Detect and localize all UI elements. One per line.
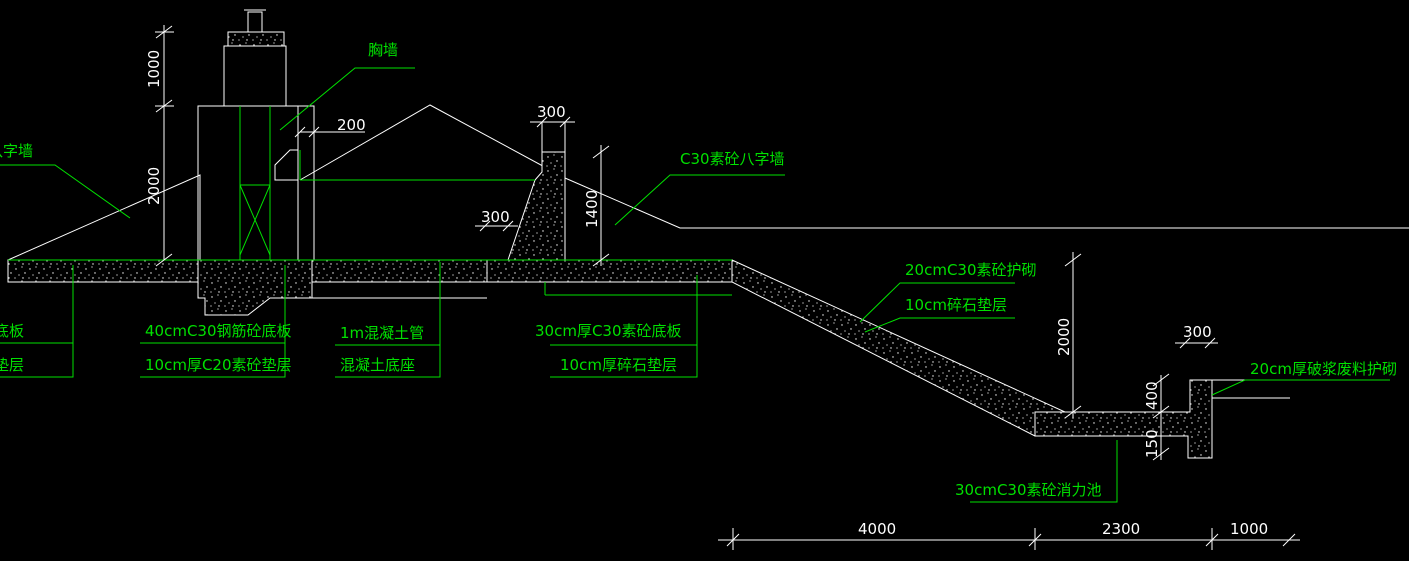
annotation-labels: 八字墙 胸墙 C30素砼八字墙 20cmC30素砼护砌 10cm碎石垫层 底板 … — [0, 41, 1397, 499]
dim-2000-right: 2000 — [1055, 318, 1073, 356]
leader-lines — [0, 67, 1390, 503]
dim-150: 150 — [1143, 429, 1161, 458]
label-gravel-cushion: 10cm碎石垫层 — [905, 296, 1007, 314]
wing-wall — [507, 151, 566, 261]
dim-4000: 4000 — [858, 520, 896, 538]
dim-2000-left: 2000 — [145, 167, 163, 205]
label-base-plate-left: 底板 — [0, 322, 24, 340]
label-c30-wing-wall: C30素砼八字墙 — [680, 150, 785, 168]
dim-300-top: 300 — [537, 103, 566, 121]
dim-2300: 2300 — [1102, 520, 1140, 538]
tower-base — [197, 259, 313, 316]
label-cushion-left: 垫层 — [0, 356, 24, 374]
structure-outline — [7, 9, 1409, 459]
slope-protection — [731, 259, 1066, 437]
dim-300-right: 300 — [1183, 323, 1212, 341]
label-pipe: 1m混凝土管 — [340, 324, 424, 342]
label-rc-base-plate: 40cmC30钢筋砼底板 — [145, 322, 292, 340]
label-rubble-protection: 20cm厚破浆废料护砌 — [1250, 360, 1397, 378]
label-breast-wall: 胸墙 — [368, 41, 398, 59]
dim-1000-bottom: 1000 — [1230, 520, 1268, 538]
label-wing-wall-left: 八字墙 — [0, 142, 33, 160]
left-base-slab — [7, 259, 199, 283]
stilling-basin — [1034, 379, 1213, 459]
label-c20-cushion: 10cm厚C20素砼垫层 — [145, 356, 292, 374]
label-c30-base-plate: 30cm厚C30素砼底板 — [535, 322, 682, 340]
label-stilling-basin: 30cmC30素砼消力池 — [955, 481, 1102, 499]
dim-300-mid: 300 — [481, 208, 510, 226]
dim-400: 400 — [1143, 381, 1161, 410]
dimension-lines — [155, 25, 1300, 550]
dim-1000-top: 1000 — [145, 50, 163, 88]
tower-cap — [227, 31, 285, 47]
label-pipe-seat: 混凝土底座 — [340, 356, 415, 374]
dim-1400: 1400 — [583, 190, 601, 228]
label-gravel-10cm: 10cm厚碎石垫层 — [560, 356, 677, 374]
dimension-labels: 1000 2000 200 300 300 1400 2000 300 400 … — [145, 50, 1268, 538]
dim-200: 200 — [337, 116, 366, 134]
right-slab — [486, 259, 733, 283]
middle-slab — [311, 259, 488, 283]
label-slope-protection: 20cmC30素砼护砌 — [905, 261, 1037, 279]
